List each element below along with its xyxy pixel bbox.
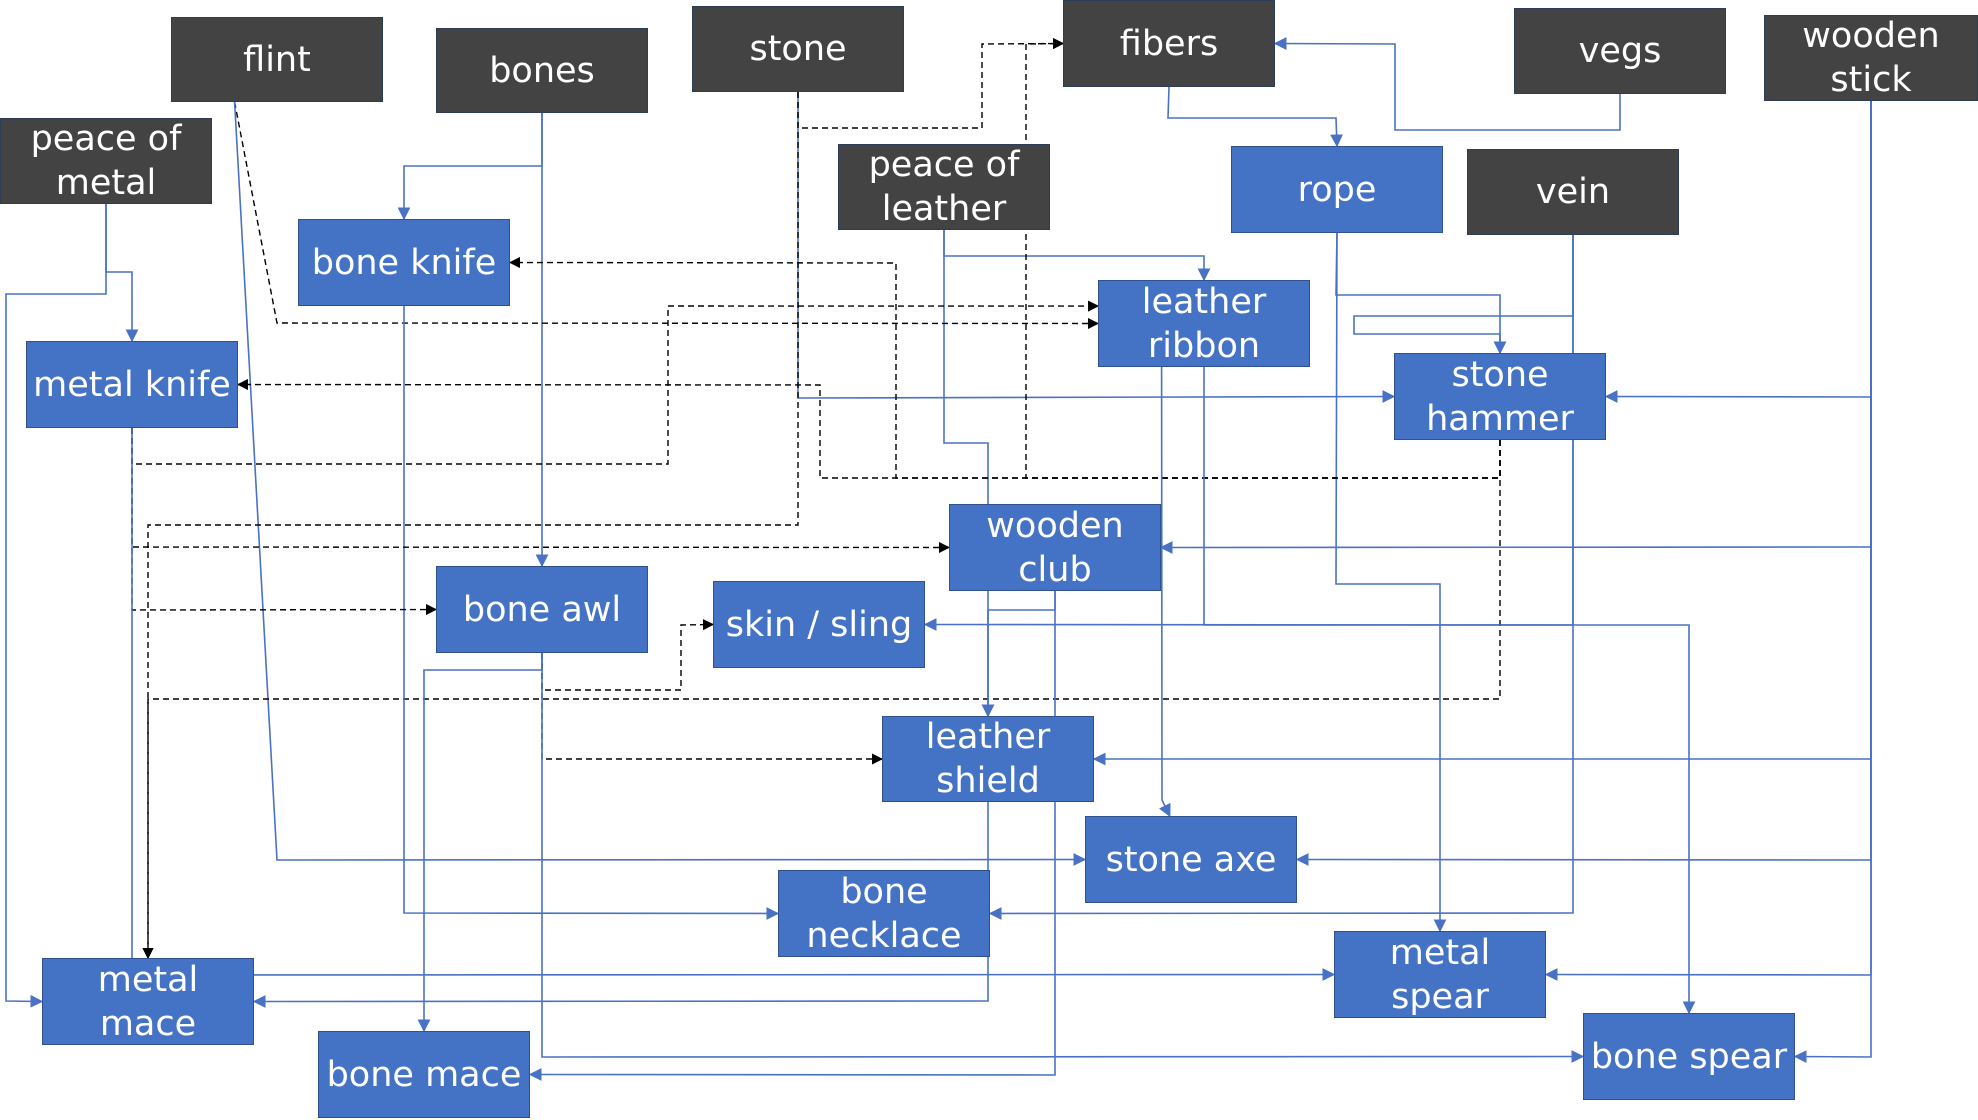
- node-stone-axe: stone axe: [1085, 816, 1297, 903]
- node-skin-sling: skin / sling: [713, 581, 925, 668]
- node-metal-spear: metal spear: [1334, 931, 1546, 1018]
- node-bone-necklace: bone necklace: [778, 870, 990, 957]
- connector-wooden-stick-to-bone-spear: [1793, 101, 1872, 1063]
- node-vein: vein: [1467, 149, 1679, 235]
- node-peace-of-leather: peace of leather: [838, 144, 1050, 230]
- connector-vein-to-bone-necklace: [988, 235, 1574, 920]
- node-bone-knife: bone knife: [298, 219, 510, 306]
- node-wooden-club: wooden club: [949, 504, 1161, 591]
- connector-bone-knife-to-bone-necklace: [403, 306, 780, 920]
- node-bone-mace: bone mace: [318, 1031, 530, 1118]
- node-leather-ribbon: leather ribbon: [1098, 280, 1310, 367]
- node-stone-hammer: stone hammer: [1394, 353, 1606, 440]
- node-vegs: vegs: [1514, 8, 1726, 94]
- connector-flint-to-stone-axe: [233, 101, 1087, 866]
- connector-rope-to-metal-spear: [1335, 232, 1447, 933]
- node-fibers: fibers: [1063, 0, 1275, 87]
- node-peace-of-metal: peace of metal: [0, 118, 212, 204]
- connector-flint-to-leather-ribbon: [233, 101, 1100, 330]
- node-bone-awl: bone awl: [436, 566, 648, 653]
- connector-bone-awl-to-bone-spear: [541, 653, 1585, 1063]
- connector-stone-hammer-to-metal-mace: [142, 440, 1501, 960]
- connector-peace-of-metal-to-metal-mace: [5, 204, 107, 1008]
- connector-vegs-to-fibers: [1273, 37, 1621, 131]
- connector-leather-shield-to-metal-mace: [252, 802, 989, 1008]
- node-bone-spear: bone spear: [1583, 1013, 1795, 1100]
- node-wooden-stick: wooden stick: [1764, 15, 1978, 101]
- node-leather-shield: leather shield: [882, 716, 1094, 802]
- node-stone: stone: [692, 6, 904, 92]
- connector-leather-ribbon-to-bone-spear: [1203, 367, 1696, 1015]
- node-metal-mace: metal mace: [42, 958, 254, 1045]
- node-bones: bones: [436, 28, 648, 113]
- connector-fibers-to-rope: [1167, 86, 1343, 148]
- node-metal-knife: metal knife: [26, 341, 238, 428]
- node-rope: rope: [1231, 146, 1443, 233]
- connector-metal-knife-to-wooden-club: [131, 428, 951, 554]
- node-flint: flint: [171, 17, 383, 102]
- connector-leather-ribbon-to-stone-axe: [1158, 366, 1171, 818]
